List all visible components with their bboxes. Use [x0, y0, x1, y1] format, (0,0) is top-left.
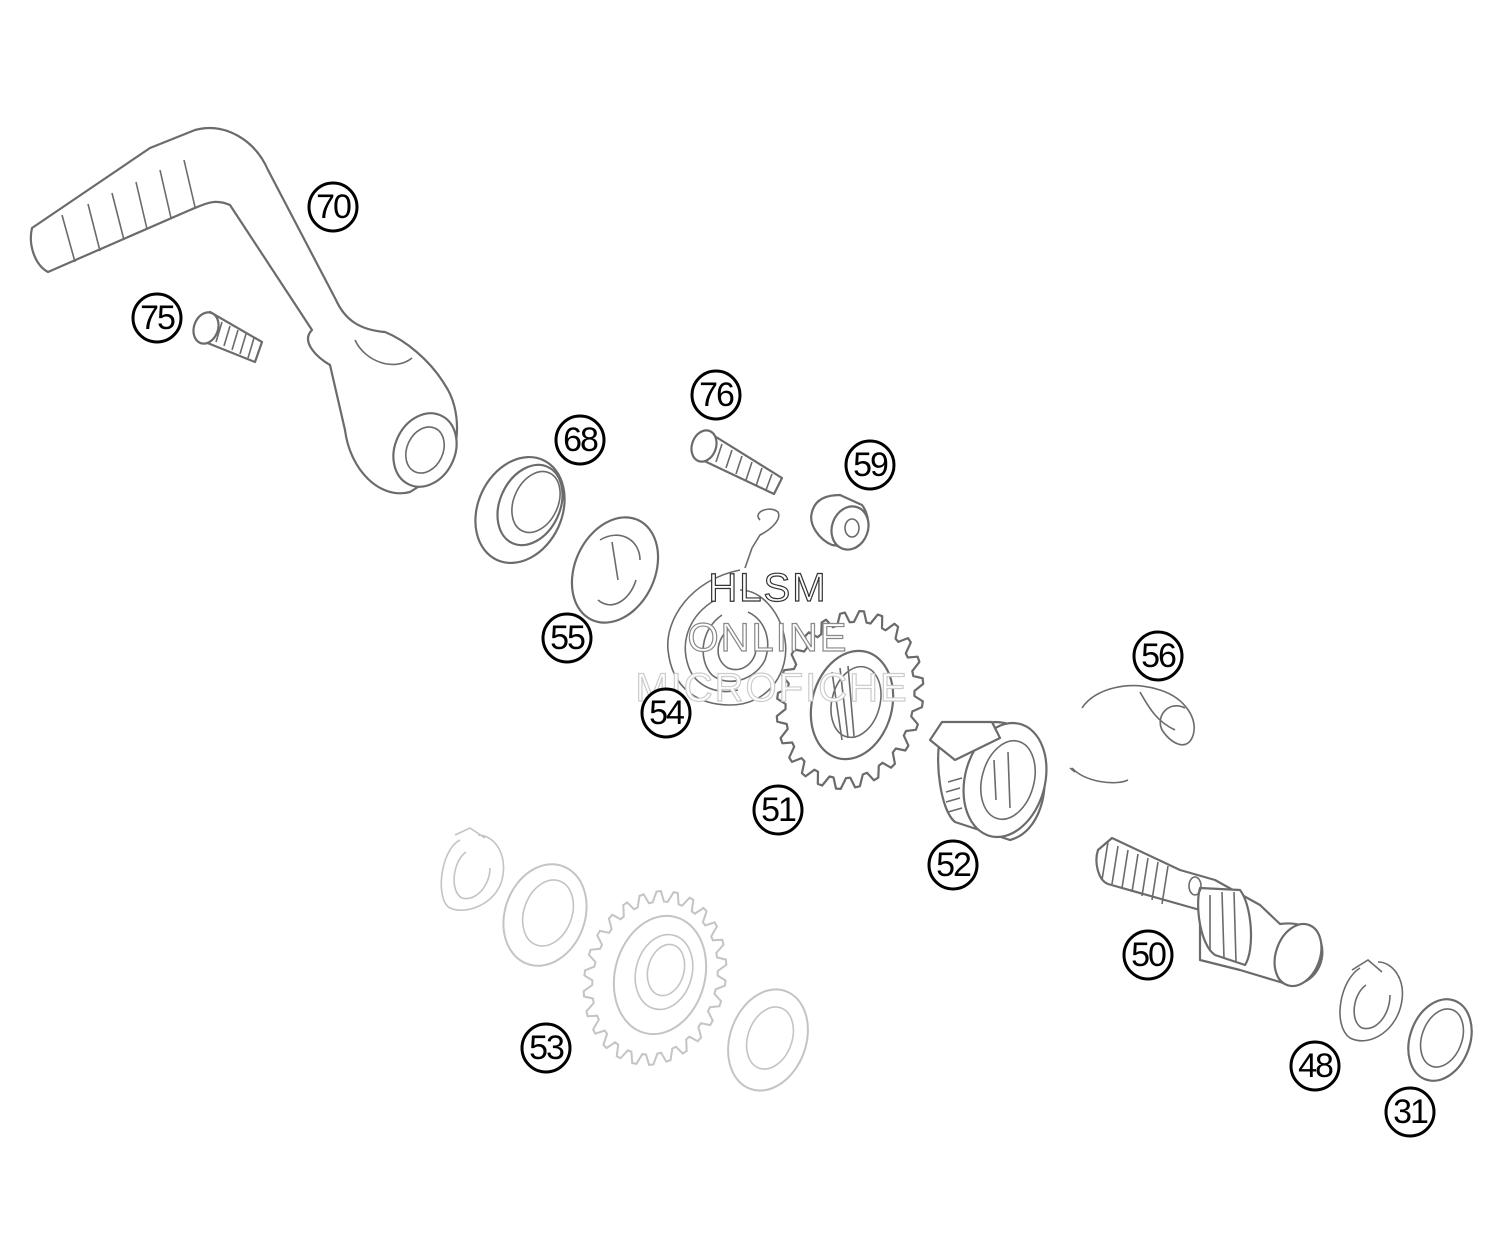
callout-31: 31: [1384, 1086, 1436, 1138]
intermediate-gear-assembly: [440, 827, 809, 1092]
callout-76-label: 76: [699, 376, 734, 414]
kick-starter-gear: [775, 610, 925, 790]
callout-55: 55: [541, 612, 593, 664]
callout-50: 50: [1122, 929, 1174, 981]
shaft-circlip: [1339, 959, 1404, 1042]
spring-bolt: [690, 429, 784, 496]
callout-76: 76: [690, 369, 742, 421]
callout-52: 52: [927, 839, 979, 891]
callout-68: 68: [554, 414, 606, 466]
guide-bushing: [570, 516, 660, 624]
callout-54-label: 54: [649, 694, 684, 732]
kick-starter-shaft: [1095, 836, 1324, 988]
callout-59-label: 59: [853, 446, 888, 484]
callout-53-label: 53: [529, 1029, 564, 1067]
callout-56-label: 56: [1141, 637, 1176, 675]
callout-70-label: 70: [316, 188, 351, 226]
seal-ring: [474, 455, 566, 565]
watermark-line-2: ONLINE: [688, 616, 849, 660]
callout-52-label: 52: [936, 846, 971, 884]
spacer-sleeve: [810, 493, 870, 551]
kick-starter-lever: [29, 127, 459, 495]
callout-55-label: 55: [550, 619, 585, 657]
callout-48: 48: [1289, 1040, 1341, 1092]
kick-starter-spring: [667, 508, 787, 706]
ratchet-gear: [928, 720, 1048, 842]
callout-51-label: 51: [761, 791, 796, 829]
callout-75-label: 75: [140, 299, 175, 337]
watermark-line-1: HLSM: [708, 566, 827, 610]
callout-59: 59: [844, 439, 896, 491]
callout-56: 56: [1132, 630, 1184, 682]
callout-48-label: 48: [1298, 1047, 1333, 1085]
callout-31-label: 31: [1393, 1093, 1428, 1131]
callout-70: 70: [307, 181, 359, 233]
callout-50-label: 50: [1131, 936, 1166, 974]
callout-51: 51: [752, 784, 804, 836]
callout-54: 54: [640, 687, 692, 739]
callout-68-label: 68: [563, 421, 598, 459]
callout-53: 53: [520, 1022, 572, 1074]
shaft-washer: [1407, 998, 1473, 1082]
callout-75: 75: [131, 292, 183, 344]
lever-bolt: [192, 310, 264, 364]
retaining-clip: [1069, 684, 1195, 784]
